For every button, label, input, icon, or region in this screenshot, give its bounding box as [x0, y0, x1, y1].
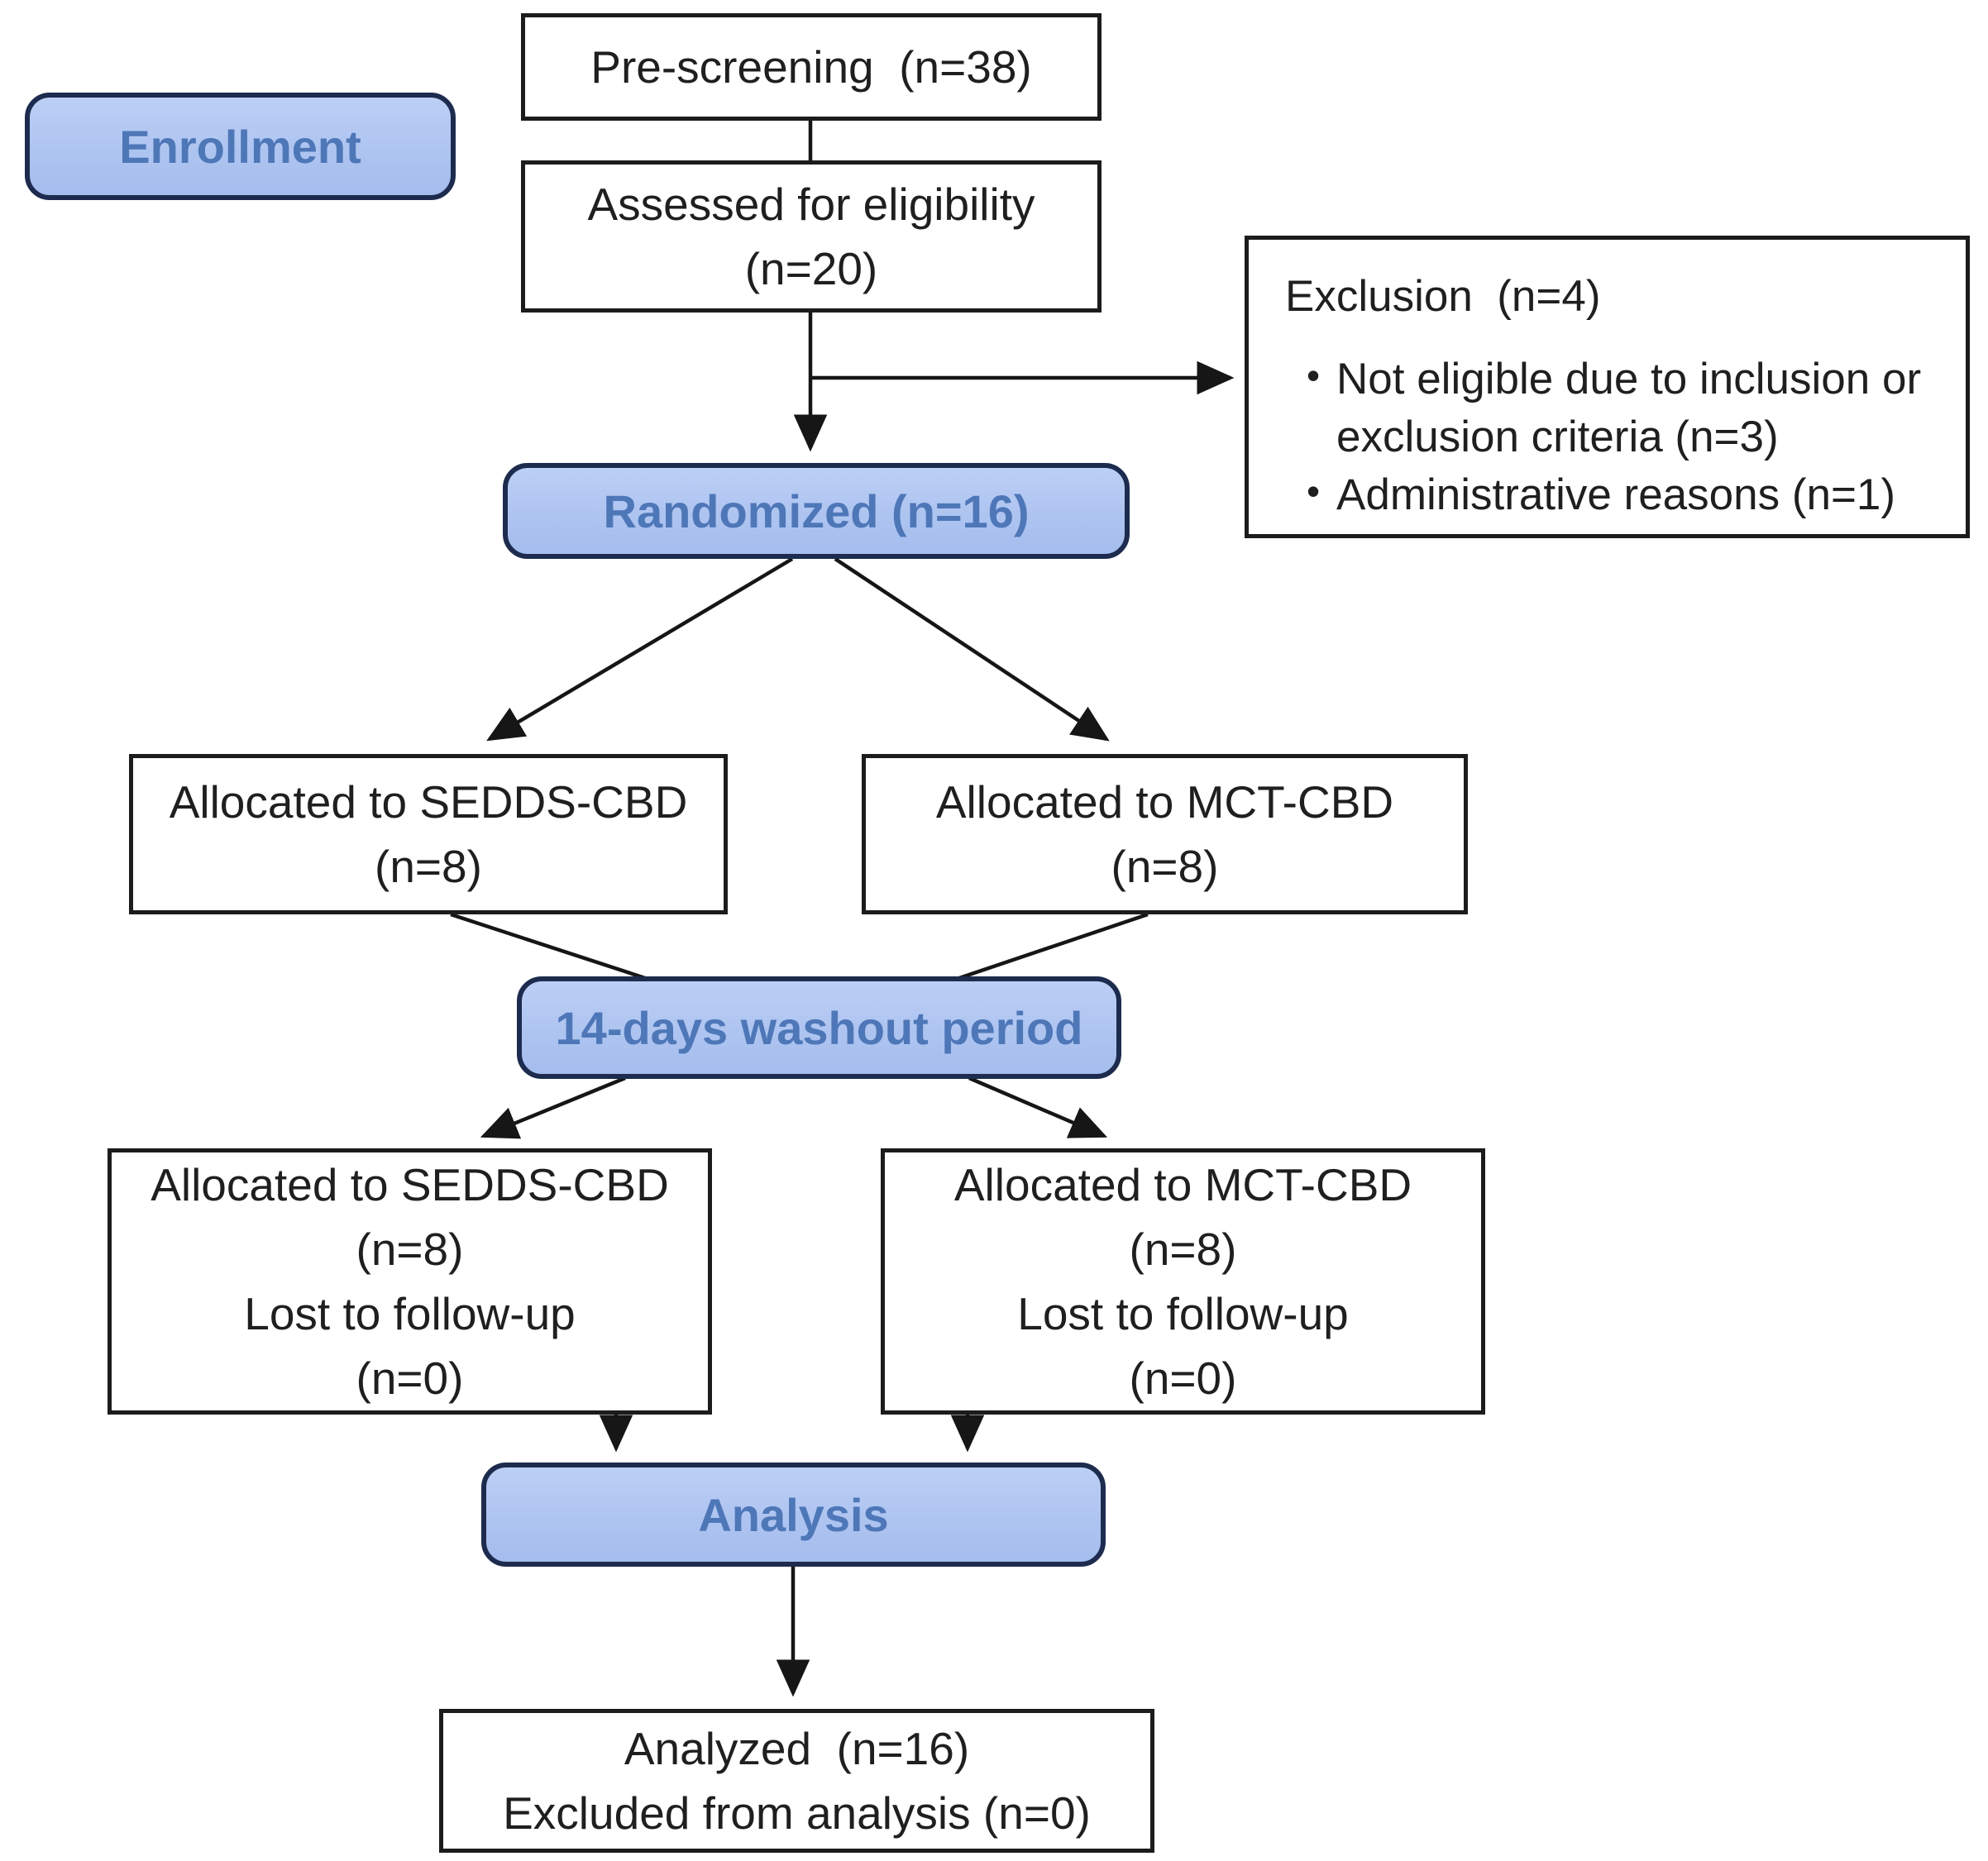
stage-label-randomized: Randomized (n=16) — [503, 463, 1130, 559]
box-pre-screening: Pre-screening (n=38) — [521, 13, 1102, 121]
arrow-randomized-sedds — [486, 557, 794, 742]
exclusion-bullet: Not eligible due to inclusion or exclusi… — [1285, 351, 1936, 466]
stage-label-enrollment: Enrollment — [25, 93, 456, 200]
box-text: (n=8) — [356, 1223, 464, 1275]
box-text: Lost to follow-up — [1017, 1288, 1349, 1339]
box-text: Pre-screening (n=38) — [590, 41, 1032, 93]
exclusion-bullet-list: Not eligible due to inclusion or exclusi… — [1285, 351, 1936, 524]
box-text: Lost to follow-up — [244, 1288, 576, 1339]
box-text: Allocated to MCT-CBD — [935, 775, 1394, 828]
exclusion-bullet: Administrative reasons (n=1) — [1285, 466, 1936, 524]
box-text: Excluded from analysis (n=0) — [503, 1787, 1091, 1839]
box-text: Allocated to MCT-CBD — [953, 1158, 1412, 1210]
exclusion-title: Exclusion (n=4) — [1285, 272, 1601, 321]
box-text: (n=8) — [1129, 1223, 1237, 1275]
box-text: (n=0) — [356, 1353, 464, 1405]
arrow-washout-mct-followup — [968, 1076, 1108, 1138]
stage-label-analysis: Analysis — [481, 1463, 1106, 1567]
box-analyzed: Analyzed (n=16) Excluded from analysis (… — [439, 1709, 1154, 1853]
connector-mct-washout — [958, 912, 1149, 981]
box-allocated-mct-followup: Allocated to MCT-CBD (n=8) Lost to follo… — [881, 1148, 1485, 1415]
box-allocated-mct: Allocated to MCT-CBD (n=8) — [862, 754, 1468, 914]
box-exclusion: Exclusion (n=4) Not eligible due to incl… — [1245, 236, 1970, 538]
box-text: (n=0) — [1129, 1353, 1237, 1405]
box-allocated-sedds: Allocated to SEDDS-CBD (n=8) — [129, 754, 728, 914]
box-allocated-sedds-followup: Allocated to SEDDS-CBD (n=8) Lost to fol… — [108, 1148, 712, 1415]
connector-sedds-washout — [450, 912, 646, 981]
box-text: Allocated to SEDDS-CBD — [151, 1158, 669, 1210]
box-text: Analyzed (n=16) — [624, 1722, 970, 1774]
arrow-randomized-mct — [834, 557, 1110, 742]
box-text: (n=8) — [375, 841, 482, 892]
box-text: Allocated to SEDDS-CBD — [169, 775, 688, 828]
box-text: Assessed for eligibility — [587, 178, 1035, 230]
stage-label-washout: 14-days washout period — [517, 976, 1121, 1079]
box-text: (n=20) — [744, 243, 878, 294]
box-assessed-eligibility: Assessed for eligibility (n=20) — [521, 160, 1102, 313]
arrow-washout-sedds-followup — [480, 1076, 626, 1139]
box-text: (n=8) — [1111, 841, 1219, 892]
